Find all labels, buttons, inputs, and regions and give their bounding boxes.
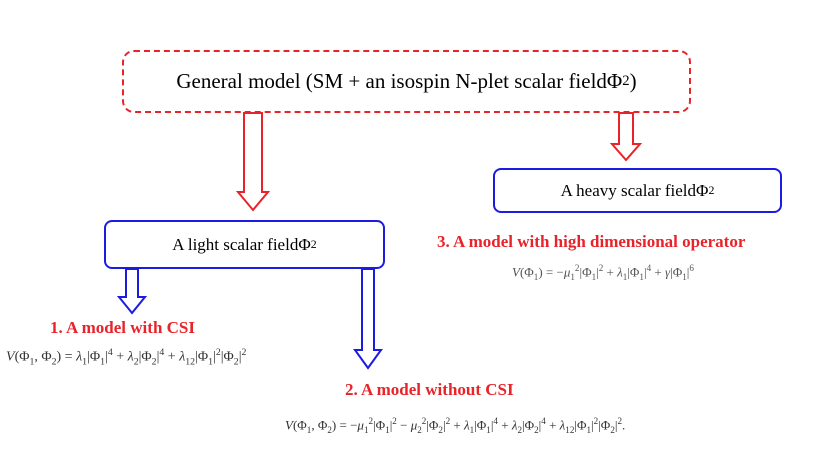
- potential-equation-model2: V(Φ1, Φ2) = −μ12|Φ1|2 − μ22|Φ2|2 + λ1|Φ1…: [285, 416, 626, 435]
- model-high-dim-operator-label: 3. A model with high dimensional operato…: [437, 232, 746, 251]
- model-without-csi-label: 2. A model without CSI: [345, 380, 514, 399]
- red-arrow-to-light: [235, 112, 271, 212]
- potential-equation-model3: V(Φ1) = −μ12|Φ1|2 + λ1|Φ1|4 + γ|Φ1|6: [512, 263, 694, 282]
- model-csi-label: 1. A model with CSI: [50, 318, 195, 337]
- phi-subscript: 2: [622, 73, 630, 89]
- blue-arrow-to-model1: [116, 268, 148, 315]
- phi-symbol: Φ: [298, 234, 311, 254]
- phi-subscript: 2: [708, 183, 715, 197]
- heavy-field-text: A heavy scalar field: [560, 180, 697, 200]
- phi-subscript: 2: [310, 237, 317, 251]
- general-model-box: General model (SM + an isospin N-plet sc…: [122, 50, 691, 113]
- red-arrow-to-heavy: [609, 112, 643, 162]
- general-model-text-end: ): [629, 69, 637, 93]
- general-model-text: General model (SM + an isospin N-plet sc…: [176, 69, 607, 93]
- light-field-text: A light scalar field: [172, 234, 299, 254]
- phi-symbol: Φ: [606, 69, 623, 93]
- phi-symbol: Φ: [696, 180, 709, 200]
- blue-arrow-to-model2: [353, 268, 383, 370]
- potential-equation-model1: V(Φ1, Φ2) = λ1|Φ1|4 + λ2|Φ2|4 + λ12|Φ1|2…: [6, 347, 247, 368]
